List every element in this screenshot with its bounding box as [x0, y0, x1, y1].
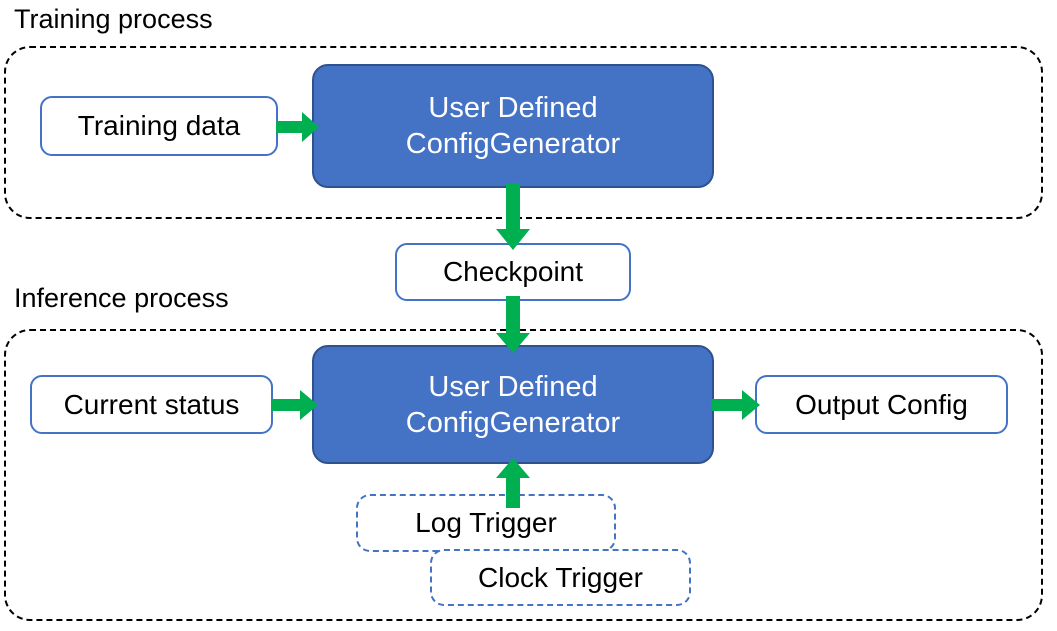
inference-process-container	[4, 329, 1043, 621]
arrow-trigger-to-generator-icon	[494, 458, 532, 508]
arrow-checkpoint-to-generator-icon	[494, 296, 532, 354]
arrow-training-data-to-generator-icon	[276, 108, 320, 146]
arrow-generator-to-output-config-icon	[711, 386, 761, 424]
arrow-current-status-to-generator-icon	[271, 386, 319, 424]
node-training-data[interactable]: Training data	[40, 96, 278, 156]
node-checkpoint[interactable]: Checkpoint	[395, 243, 631, 301]
training-process-label: Training process	[14, 4, 213, 34]
node-current-status[interactable]: Current status	[30, 375, 273, 434]
node-log-trigger[interactable]: Log Trigger	[356, 494, 616, 552]
node-training-config-generator[interactable]: User Defined ConfigGenerator	[312, 64, 714, 188]
arrow-generator-to-checkpoint-icon	[494, 183, 532, 251]
node-output-config[interactable]: Output Config	[755, 375, 1008, 434]
node-clock-trigger[interactable]: Clock Trigger	[430, 549, 691, 606]
inference-process-label: Inference process	[14, 283, 229, 313]
training-process-container	[4, 46, 1043, 219]
node-inference-config-generator[interactable]: User Defined ConfigGenerator	[312, 345, 714, 464]
